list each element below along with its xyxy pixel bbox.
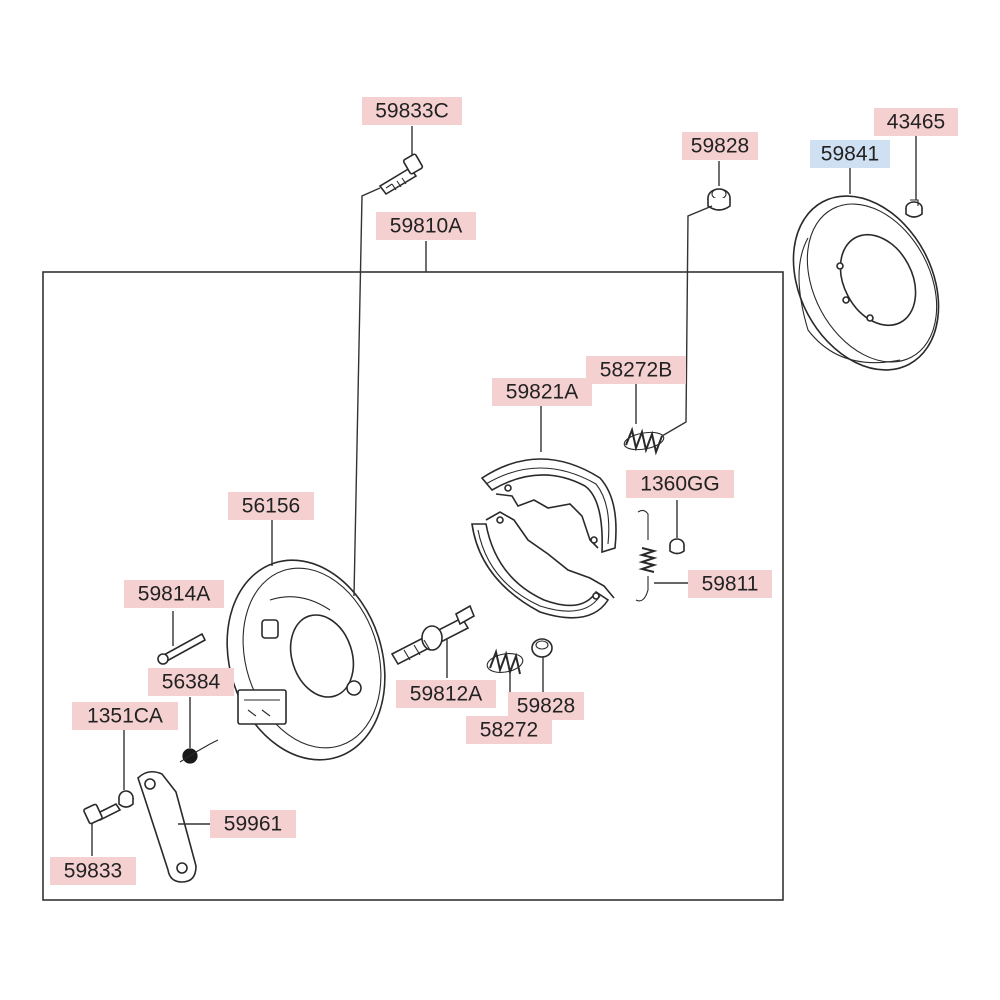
bolt-59833-part [83,802,122,825]
label-58272b[interactable]: 58272B [586,356,686,384]
assembly-frame [42,271,784,901]
label-59833[interactable]: 59833 [50,857,136,885]
svg-text:58272B: 58272B [600,359,672,382]
part-labels: 59833C 59810A 59828 59841 43465 58272B 5… [50,97,958,885]
brake-shoes-59821a-part [471,458,617,619]
svg-text:56384: 56384 [162,671,221,694]
bolt-59833c-part [378,153,424,196]
label-59961[interactable]: 59961 [210,810,296,838]
nut-59828-top-part [707,188,731,211]
spring-59811-part [635,509,658,602]
svg-text:59833C: 59833C [375,100,449,123]
svg-text:1351CA: 1351CA [87,705,163,728]
spring-58272-part [486,648,524,676]
svg-text:58272: 58272 [480,719,538,742]
label-56156[interactable]: 56156 [228,492,314,520]
svg-text:59828: 59828 [691,135,749,158]
label-43465[interactable]: 43465 [874,108,958,136]
svg-text:59811: 59811 [702,573,759,596]
svg-text:43465: 43465 [887,111,945,134]
label-59821a[interactable]: 59821A [492,378,592,406]
label-59841[interactable]: 59841 [810,140,890,168]
pin-59814a-part [157,632,207,665]
brake-drum-59841-part [792,195,940,371]
svg-text:59812A: 59812A [410,683,482,706]
label-56384[interactable]: 56384 [148,668,234,696]
label-59828-top[interactable]: 59828 [682,132,758,160]
backing-plate-56156-part [226,559,386,761]
svg-text:1360GG: 1360GG [640,473,719,496]
svg-text:59961: 59961 [224,813,282,836]
label-59810a[interactable]: 59810A [376,212,476,240]
svg-text:59828: 59828 [517,695,575,718]
label-59812a[interactable]: 59812A [396,680,496,708]
label-58272[interactable]: 58272 [466,716,552,744]
svg-text:56156: 56156 [242,495,300,518]
svg-text:59821A: 59821A [506,381,578,404]
label-1351ca[interactable]: 1351CA [72,702,178,730]
label-59814a[interactable]: 59814A [124,580,224,608]
lever-59961-part [137,770,197,883]
label-1360gg[interactable]: 1360GG [626,470,734,498]
label-59833c[interactable]: 59833C [362,97,462,125]
spring-58272b-part [623,426,665,456]
svg-text:59833: 59833 [64,860,122,883]
svg-text:59810A: 59810A [390,215,462,238]
leader-lines [91,126,917,856]
adjuster-59812a-part [390,604,476,666]
label-59811[interactable]: 59811 [688,570,772,598]
svg-text:59814A: 59814A [138,583,210,606]
label-59828-bottom[interactable]: 59828 [508,692,584,720]
nut-1360gg-part [669,538,685,555]
nut-59828-bottom-part [531,638,553,658]
screw-43465-part [905,199,923,218]
part-56384 [179,739,219,764]
nut-1351ca-part [118,790,134,808]
svg-text:59841: 59841 [821,143,879,166]
